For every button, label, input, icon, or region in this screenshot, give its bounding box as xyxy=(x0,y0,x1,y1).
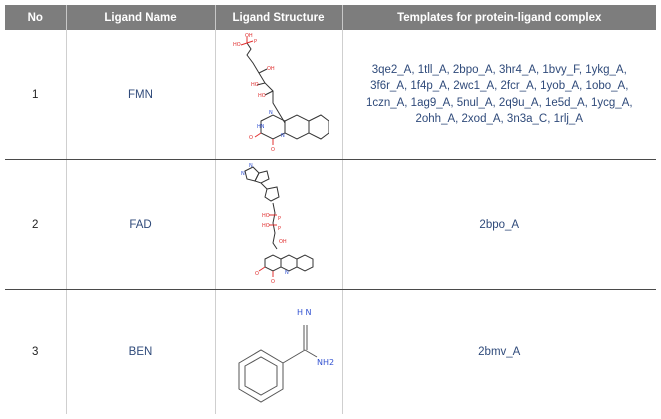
svg-text:OH: OH xyxy=(267,66,275,72)
svg-text:HO: HO xyxy=(258,93,266,99)
templates-list: 2bpo_A xyxy=(342,159,656,290)
svg-text:P: P xyxy=(254,39,257,45)
header-templates: Templates for protein-ligand complex xyxy=(342,5,656,30)
templates-list: 2bmv_A xyxy=(478,346,521,358)
svg-text:O: O xyxy=(271,279,275,285)
svg-text:HO: HO xyxy=(262,223,270,229)
ligand-structure-cell: OH HO P HO OH HO O O N N HN xyxy=(215,30,343,160)
ligand-structure-cell: N N HO HO P P OH O O N xyxy=(215,159,343,290)
templates-list: 3qe2_A, 1tll_A, 2bpo_A, 3hr4_A, 1bvy_F, … xyxy=(342,30,656,160)
header-ligand-structure: Ligand Structure xyxy=(215,5,343,30)
svg-text:O: O xyxy=(271,147,275,153)
row-number: 3 xyxy=(5,289,67,414)
fad-molecule-icon: N N HO HO P P OH O O N xyxy=(241,163,313,285)
svg-text:OH: OH xyxy=(279,239,287,245)
row-number: 1 xyxy=(5,30,67,160)
amine-label: NH2 xyxy=(317,358,334,367)
ligand-structure-cell: H N NH2 xyxy=(215,289,343,414)
svg-text:HO: HO xyxy=(233,42,241,48)
ligand-table: No Ligand Name Ligand Structure Template… xyxy=(5,5,656,414)
svg-text:N: N xyxy=(249,163,253,169)
benzamidine-molecule-icon: H N NH2 xyxy=(238,308,334,403)
svg-text:N: N xyxy=(269,110,273,116)
svg-text:OH: OH xyxy=(245,33,253,39)
table-row: 2 FAD xyxy=(5,159,656,290)
table-header-row: No Ligand Name Ligand Structure Template… xyxy=(5,5,656,30)
svg-text:O: O xyxy=(249,135,253,141)
table-row: 3 BEN H N NH2 2bmv_A xyxy=(5,289,656,414)
svg-text:P: P xyxy=(278,216,281,222)
ligand-name: BEN xyxy=(66,289,216,414)
fmn-molecule-icon: OH HO P HO OH HO O O N N HN xyxy=(233,33,329,153)
svg-text:HN: HN xyxy=(257,124,265,130)
svg-text:N: N xyxy=(285,270,289,276)
table-row: 1 FMN xyxy=(5,30,656,160)
svg-text:O: O xyxy=(255,271,259,277)
svg-text:P: P xyxy=(278,226,281,232)
svg-text:HO: HO xyxy=(262,213,270,219)
header-no: No xyxy=(5,5,67,30)
ligand-name: FAD xyxy=(66,159,216,290)
svg-text:N: N xyxy=(241,171,245,177)
row-number: 2 xyxy=(5,159,67,290)
svg-text:HO: HO xyxy=(251,82,259,88)
header-ligand-name: Ligand Name xyxy=(66,5,216,30)
svg-text:N: N xyxy=(281,133,285,139)
imine-label: H N xyxy=(297,308,312,317)
ligand-name: FMN xyxy=(66,30,216,160)
